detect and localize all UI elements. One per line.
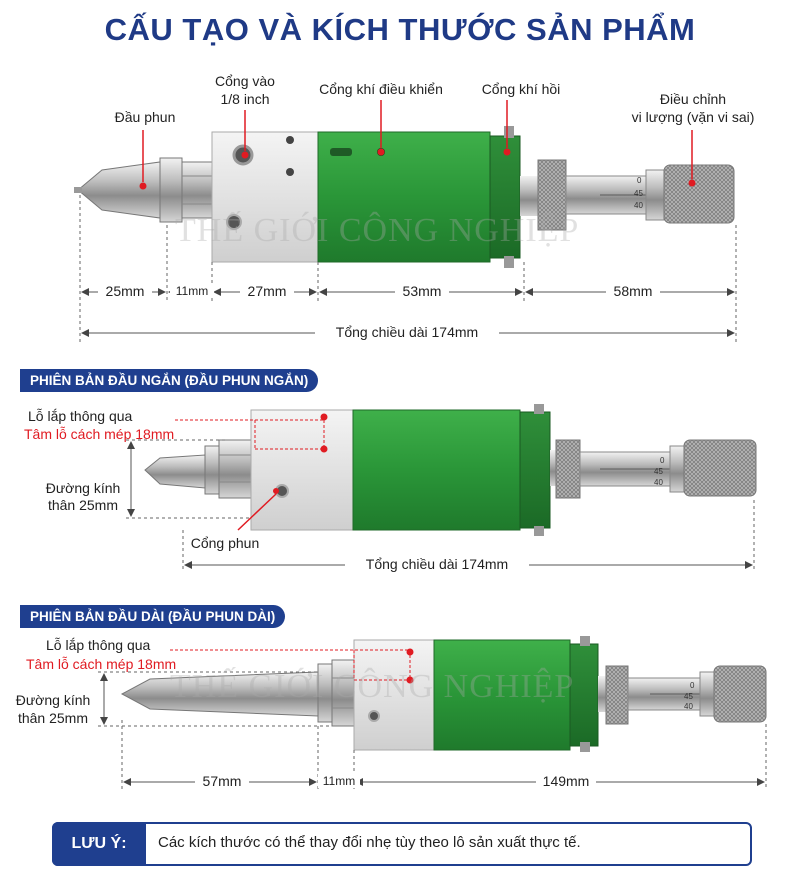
- svg-text:45: 45: [634, 189, 643, 198]
- svg-text:40: 40: [634, 201, 643, 210]
- short-version-drawing: 0 45 40: [126, 404, 757, 570]
- svg-text:0: 0: [690, 681, 695, 690]
- watermark-top: THẾ GIỚI CÔNG NGHIỆP: [175, 212, 580, 249]
- svg-text:0: 0: [637, 176, 642, 185]
- short-port-label: Cổng phun: [190, 535, 260, 551]
- short-mount-hole: Lỗ lắp thông qua: [28, 408, 133, 424]
- svg-text:40: 40: [654, 478, 663, 487]
- top-valve-drawing: 0 45 40: [74, 100, 737, 345]
- short-diameter-line1: Đường kính: [45, 480, 121, 496]
- short-hole-distance: Tâm lỗ cách mép 18mm: [24, 426, 175, 442]
- long-diameter-line2: thân 25mm: [17, 710, 89, 726]
- svg-text:40: 40: [684, 702, 693, 711]
- short-version-heading: PHIÊN BẢN ĐẦU NGẮN (ĐẦU PHUN NGẮN): [20, 369, 319, 392]
- label-return-air: Cổng khí hồi: [481, 81, 561, 97]
- short-diameter-line2: thân 25mm: [47, 497, 119, 513]
- dim-total-short: Tổng chiều dài 174mm: [345, 556, 529, 572]
- label-control-air: Cổng khí điều khiển: [319, 81, 443, 97]
- dim-11mm: 11mm: [170, 284, 214, 298]
- label-nozzle: Đầu phun: [114, 109, 176, 125]
- long-version-heading: PHIÊN BẢN ĐẦU DÀI (ĐẦU PHUN DÀI): [20, 605, 286, 628]
- page-title: CẤU TẠO VÀ KÍCH THƯỚC SẢN PHẨM: [104, 12, 696, 47]
- long-hole-distance: Tâm lỗ cách mép 18mm: [26, 656, 177, 672]
- dim-27mm: 27mm: [240, 283, 294, 299]
- label-inlet-line1: Cổng vào: [215, 73, 275, 89]
- dim-11mm-long: 11mm: [318, 774, 360, 788]
- dim-total-top: Tổng chiều dài 174mm: [315, 324, 499, 340]
- dim-53mm: 53mm: [395, 283, 449, 299]
- svg-text:0: 0: [660, 456, 665, 465]
- note-label: LƯU Ý:: [52, 822, 146, 866]
- long-diameter-line1: Đường kính: [15, 692, 91, 708]
- watermark-bottom: THẾ GIỚI CÔNG NGHIỆP: [170, 668, 575, 705]
- label-micro-line1: Điều chỉnh: [659, 91, 727, 107]
- svg-text:45: 45: [684, 692, 693, 701]
- note-text: Các kích thước có thể thay đổi nhẹ tùy t…: [158, 834, 581, 851]
- label-inlet-line2: 1/8 inch: [220, 91, 270, 107]
- dim-149mm: 149mm: [536, 773, 596, 789]
- dim-58mm: 58mm: [606, 283, 660, 299]
- long-version-drawing: 0 45 40: [98, 636, 767, 790]
- dim-57mm: 57mm: [195, 773, 249, 789]
- svg-text:45: 45: [654, 467, 663, 476]
- long-mount-hole: Lỗ lắp thông qua: [46, 637, 151, 653]
- label-micro-line2: vi lượng (vặn vi sai): [631, 109, 755, 125]
- note-box: [52, 822, 752, 866]
- dim-25mm: 25mm: [98, 283, 152, 299]
